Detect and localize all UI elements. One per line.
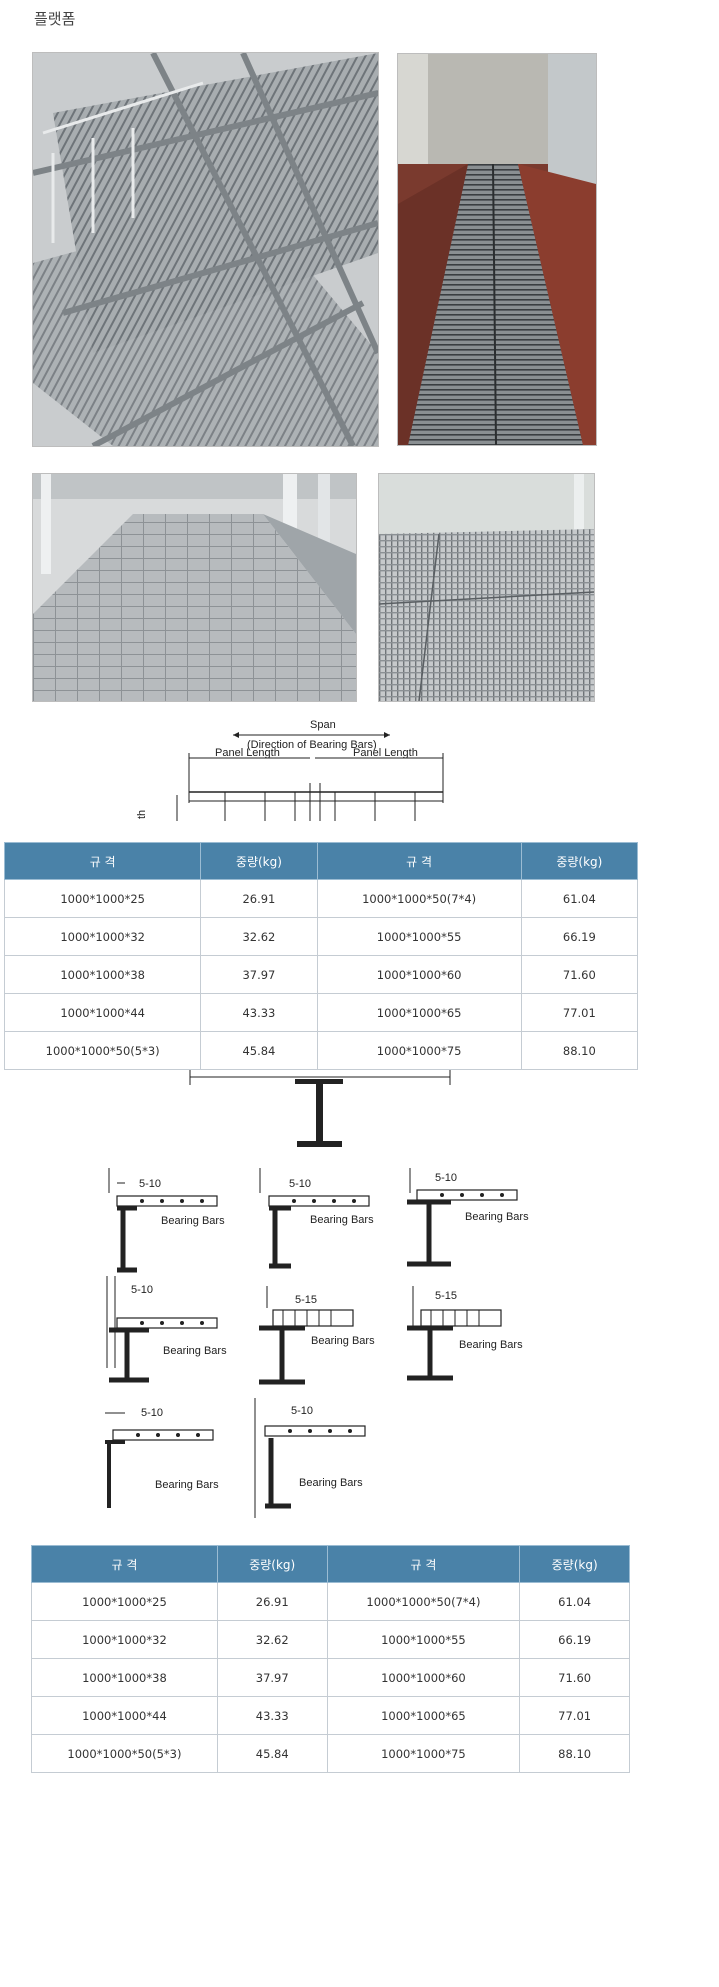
spec-table-1: 규 격 중량(kg) 규 격 중량(kg) 1000*1000*25 26.91…: [3, 842, 639, 1070]
spec-cell: 1000*1000*50(5*3): [31, 1734, 218, 1773]
spec-cell: 1000*1000*38: [3, 955, 202, 994]
table-row: 1000*1000*25 26.91 1000*1000*50(7*4) 61.…: [3, 879, 639, 918]
weight-cell: 77.01: [519, 1696, 630, 1735]
weight-cell: 71.60: [519, 1658, 630, 1697]
bearing-bars-label: Bearing Bars: [163, 1345, 227, 1357]
platform-photo-walkway-red: [397, 53, 597, 446]
spec-cell: 1000*1000*50(5*3): [3, 1031, 202, 1070]
spec-cell: 1000*1000*60: [326, 1658, 521, 1697]
weight-cell: 26.91: [216, 1582, 328, 1621]
bearing-bars-label: Bearing Bars: [161, 1215, 225, 1227]
clearance-label: 5-15: [295, 1294, 317, 1306]
i-beam-diagram: [189, 1070, 451, 1147]
span-diagram: Span (Direction of Bearing Bars) Panel L…: [136, 719, 444, 821]
table-row: 1000*1000*50(5*3) 45.84 1000*1000*75 88.…: [3, 1031, 639, 1070]
weight-cell: 61.04: [520, 879, 639, 918]
header-weight: 중량(kg): [519, 1545, 630, 1583]
weight-cell: 45.84: [216, 1734, 328, 1773]
header-spec: 규 격: [31, 1545, 218, 1583]
table-row: 1000*1000*25 26.91 1000*1000*50(7*4) 61.…: [31, 1582, 630, 1621]
spec-cell: 1000*1000*25: [3, 879, 202, 918]
bearing-bars-label: Bearing Bars: [311, 1335, 375, 1347]
clearance-label: 5-10: [291, 1405, 313, 1417]
header-spec: 규 격: [326, 1545, 521, 1583]
bearing-bars-label: Bearing Bars: [465, 1211, 529, 1223]
spec-cell: 1000*1000*75: [316, 1031, 522, 1070]
spec-cell: 1000*1000*60: [316, 955, 522, 994]
clearance-label: 5-10: [131, 1284, 153, 1296]
direction-label: (Direction of Bearing Bars): [247, 739, 377, 751]
span-label: Span: [310, 719, 336, 731]
spec-cell: 1000*1000*25: [31, 1582, 218, 1621]
spec-cell: 1000*1000*50(7*4): [326, 1582, 521, 1621]
weight-cell: 71.60: [520, 955, 639, 994]
header-spec: 규 격: [316, 842, 522, 880]
weight-cell: 37.97: [200, 955, 318, 994]
clearance-label: 5-15: [435, 1290, 457, 1302]
table-row: 1000*1000*32 32.62 1000*1000*55 66.19: [3, 917, 639, 956]
spec-cell: 1000*1000*65: [316, 993, 522, 1032]
spec-cell: 1000*1000*75: [326, 1734, 521, 1773]
table-header-row: 규 격 중량(kg) 규 격 중량(kg): [31, 1545, 630, 1583]
page-title: 플랫폼: [34, 10, 76, 28]
clearance-label: 5-10: [139, 1178, 161, 1190]
weight-cell: 32.62: [216, 1620, 328, 1659]
detail-4: 5-10 Bearing Bars: [106, 1276, 227, 1383]
weight-cell: 37.97: [216, 1658, 328, 1697]
platform-photo-stairway: [32, 52, 379, 447]
clearance-label: 5-10: [435, 1172, 457, 1184]
weight-cell: 43.33: [200, 993, 318, 1032]
table-row: 1000*1000*50(5*3) 45.84 1000*1000*75 88.…: [31, 1734, 630, 1773]
spec-cell: 1000*1000*44: [31, 1696, 218, 1735]
detail-8: 5-10 Bearing Bars: [254, 1398, 366, 1518]
weight-cell: 43.33: [216, 1696, 328, 1735]
clearance-label: 5-10: [289, 1178, 311, 1190]
weight-cell: 66.19: [519, 1620, 630, 1659]
spec-cell: 1000*1000*55: [326, 1620, 521, 1659]
weight-cell: 77.01: [520, 993, 639, 1032]
depth-label: th: [136, 810, 148, 819]
bearing-bars-label: Bearing Bars: [310, 1214, 374, 1226]
panel-length-left: Panel Length: [215, 747, 280, 759]
spec-cell: 1000*1000*44: [3, 993, 202, 1032]
bearing-bars-label: Bearing Bars: [155, 1479, 219, 1491]
bearing-bars-label: Bearing Bars: [459, 1339, 523, 1351]
spec-cell: 1000*1000*65: [326, 1696, 521, 1735]
detail-7: 5-10 Bearing Bars: [105, 1407, 219, 1508]
detail-1: 5-10 Bearing Bars: [108, 1168, 225, 1273]
table-row: 1000*1000*38 37.97 1000*1000*60 71.60: [3, 955, 639, 994]
detail-3: 5-10 Bearing Bars: [407, 1168, 529, 1267]
platform-photo-walkway-covered: [32, 473, 357, 702]
weight-cell: 88.10: [520, 1031, 639, 1070]
weight-cell: 61.04: [519, 1582, 630, 1621]
spec-table-2: 규 격 중량(kg) 규 격 중량(kg) 1000*1000*25 26.91…: [31, 1545, 630, 1773]
header-weight: 중량(kg): [200, 842, 318, 880]
panel-length-right: Panel Length: [353, 747, 418, 759]
support-details-diagram: 5-10 Bearing Bars 5-10 Bearing Bars 5-10…: [105, 1168, 529, 1518]
weight-cell: 66.19: [520, 917, 639, 956]
header-spec: 규 격: [3, 842, 202, 880]
spec-cell: 1000*1000*38: [31, 1658, 218, 1697]
spec-cell: 1000*1000*50(7*4): [316, 879, 522, 918]
table-header-row: 규 격 중량(kg) 규 격 중량(kg): [3, 842, 639, 880]
header-weight: 중량(kg): [520, 842, 639, 880]
platform-photo-grating-hall: [378, 473, 595, 702]
spec-cell: 1000*1000*32: [31, 1620, 218, 1659]
spec-cell: 1000*1000*55: [316, 917, 522, 956]
table-row: 1000*1000*44 43.33 1000*1000*65 77.01: [3, 993, 639, 1032]
spec-cell: 1000*1000*32: [3, 917, 202, 956]
detail-2: 5-10 Bearing Bars: [259, 1168, 374, 1269]
detail-5: 5-15 Bearing Bars: [259, 1286, 375, 1385]
weight-cell: 26.91: [200, 879, 318, 918]
weight-cell: 45.84: [200, 1031, 318, 1070]
table-row: 1000*1000*38 37.97 1000*1000*60 71.60: [31, 1658, 630, 1697]
header-weight: 중량(kg): [216, 1545, 328, 1583]
detail-6: 5-15 Bearing Bars: [407, 1286, 523, 1381]
clearance-label: 5-10: [141, 1407, 163, 1419]
table-row: 1000*1000*44 43.33 1000*1000*65 77.01: [31, 1696, 630, 1735]
weight-cell: 32.62: [200, 917, 318, 956]
bearing-bars-label: Bearing Bars: [299, 1477, 363, 1489]
table-row: 1000*1000*32 32.62 1000*1000*55 66.19: [31, 1620, 630, 1659]
weight-cell: 88.10: [519, 1734, 630, 1773]
